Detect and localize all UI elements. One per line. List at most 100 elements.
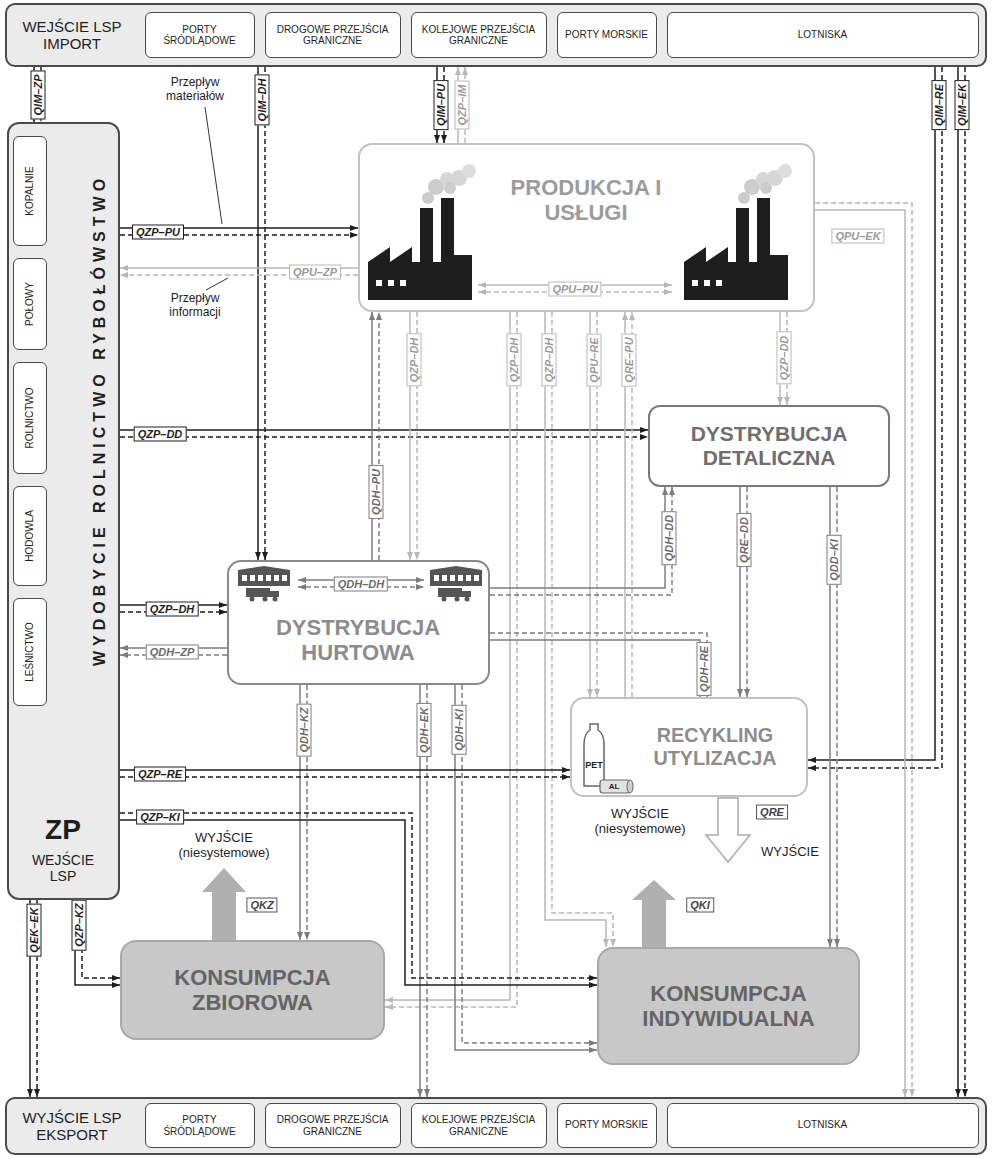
- text-holder: PORTY MORSKIE: [561, 1119, 653, 1131]
- label-holder: AL: [609, 782, 620, 791]
- text-holder: POŁOWY: [24, 263, 36, 345]
- node-title: KOPALNIE: [24, 141, 36, 241]
- flow-label-holder: QPU–PU: [548, 281, 601, 296]
- transport-node-box: PORTY MORSKIE: [557, 1103, 657, 1148]
- truck-wheel: [273, 597, 278, 602]
- flow-label-holder: QZP–DH: [506, 334, 521, 387]
- sector-box: LEŚNICTWO: [13, 598, 47, 706]
- text-holder: KONSUMPCJA ZBIOROWA: [128, 965, 378, 1016]
- node-title: WYJŚCIE LSP EKSPORT: [9, 1109, 135, 1144]
- can-symbol: [600, 780, 630, 793]
- text-holder: DROGOWE PRZEJŚCIA GRANICZNE: [269, 1114, 397, 1137]
- note-text: Przepływ materiałów: [153, 76, 237, 104]
- warehouse-window: [250, 575, 255, 581]
- information-flow-line: [120, 776, 570, 778]
- transport-node-box: PORTY ŚRÓDLĄDOWE: [145, 1103, 255, 1148]
- text-holder: LEŚNICTWO: [24, 603, 36, 701]
- node-title: RECYKLING UTYLIZACJA: [630, 724, 800, 770]
- flow-label-holder: QZP–DD: [776, 332, 791, 385]
- node-text: WEJŚCIE LSP: [21, 852, 105, 884]
- text-holder: KOLEJOWE PRZEJŚCIA GRANICZNE: [415, 23, 543, 46]
- factory-window: [400, 280, 406, 286]
- flow-label-holder: QZP–DH: [406, 334, 421, 387]
- warehouse-icon: [238, 566, 290, 602]
- output-arrow: [202, 868, 246, 940]
- warehouse-window: [274, 575, 279, 581]
- information-flow-line: [808, 67, 942, 768]
- note-text: Przepływ informacji: [153, 292, 237, 320]
- node-title: POŁOWY: [24, 263, 36, 345]
- flow-label: QDH–KZ: [296, 703, 311, 756]
- factory-window: [716, 280, 722, 286]
- node-title: WEJŚCIE LSP IMPORT: [9, 18, 135, 53]
- flow-label: QZP–DH: [406, 334, 421, 387]
- flow-label-holder: QIM–PU: [433, 80, 448, 130]
- flow-label: QDH–DD: [661, 511, 676, 565]
- flow-label: QZP–DH: [506, 334, 521, 387]
- truck-wheel: [250, 597, 255, 602]
- warehouse-window: [266, 575, 271, 581]
- warehouse-window: [258, 575, 263, 581]
- flow-label: QIM–RE: [931, 80, 946, 130]
- flow-label-holder: QDH–PU: [368, 465, 383, 519]
- node-title: KOLEJOWE PRZEJŚCIA GRANICZNE: [415, 1114, 543, 1137]
- flow-label-holder: QRE–DD: [736, 513, 751, 567]
- material-flow-line: [120, 769, 570, 771]
- flow-label: QPU–RE: [586, 333, 601, 386]
- transport-node-box: LOTNISKA: [667, 1103, 979, 1148]
- node-title: PRODUKCJA I USŁUGI: [510, 175, 662, 226]
- flow-label: QKZ: [246, 898, 277, 913]
- process-block: RECYKLING UTYLIZACJA: [570, 697, 808, 797]
- can-end: [627, 780, 633, 793]
- information-flow-line: [378, 312, 380, 560]
- label-holder: QKI: [686, 898, 714, 913]
- factory-body: [368, 198, 472, 300]
- flow-label-holder: QIM–EK: [954, 80, 969, 130]
- sector-box: HODOWLA: [13, 486, 47, 586]
- information-flow-line: [552, 312, 613, 947]
- flow-label: QZP–IM: [454, 81, 469, 130]
- text-holder: HODOWLA: [24, 491, 36, 581]
- flow-label-holder: QIM–ZP: [30, 71, 45, 120]
- transport-node-box: KOLEJOWE PRZEJŚCIA GRANICZNE: [411, 1103, 547, 1148]
- flow-label-holder: QZP–DD: [134, 426, 187, 441]
- flow-label: QZP–PU: [132, 224, 184, 239]
- factory-window: [692, 280, 698, 286]
- node-title: LOTNISKA: [671, 1119, 975, 1131]
- flow-label: QRE–PU: [621, 333, 636, 386]
- output-arrow: [632, 880, 676, 947]
- flow-label: QDH–PU: [368, 465, 383, 519]
- text-holder: KOPALNIE: [24, 141, 36, 241]
- truck-cab: [270, 591, 279, 597]
- flow-label: QRE–DD: [736, 513, 751, 567]
- flow-label-holder: QIM–RE: [931, 80, 946, 130]
- text-holder: KONSUMPCJA INDYWIDUALNA: [604, 981, 854, 1032]
- information-flow-line: [462, 685, 597, 1043]
- warehouse-roof: [238, 566, 290, 570]
- flow-label-holder: QDH–EK: [416, 703, 431, 757]
- text-holder: WYDOBYCIE ROLNICTWO RYBOŁÓWSTWO: [91, 140, 109, 700]
- factory-window: [388, 280, 394, 286]
- flow-label-holder: QZP–RE: [134, 766, 186, 781]
- process-block: DYSTRYBUCJA DETALICZNA: [648, 405, 890, 487]
- label-holder: QRE: [756, 805, 788, 820]
- text-holder: ROLNICTWO: [24, 367, 36, 469]
- flow-label: QDH–DH: [334, 576, 388, 591]
- node-text: ZP: [18, 814, 108, 846]
- material-flow-line: [257, 67, 259, 560]
- flow-label: QDD–KI: [826, 535, 841, 585]
- leader-line: [205, 107, 222, 224]
- warehouse-body: [430, 570, 482, 586]
- label-holder: WYJŚCIE (niesystemowe): [584, 807, 696, 837]
- node-title: PORTY ŚRÓDLĄDOWE: [149, 1114, 251, 1137]
- text-holder: DYSTRYBUCJA DETALICZNA: [654, 422, 884, 470]
- transport-node-box: DROGOWE PRZEJŚCIA GRANICZNE: [265, 12, 401, 58]
- flow-label-holder: QZP–KI: [136, 809, 184, 824]
- warehouse-window: [474, 575, 479, 581]
- flow-label-holder: QDH–ZP: [146, 644, 199, 659]
- flow-label: QPU–EK: [831, 229, 884, 244]
- flow-label: QKI: [686, 898, 714, 913]
- information-flow-line: [490, 633, 707, 697]
- flow-label-holder: QDH–KZ: [296, 703, 311, 756]
